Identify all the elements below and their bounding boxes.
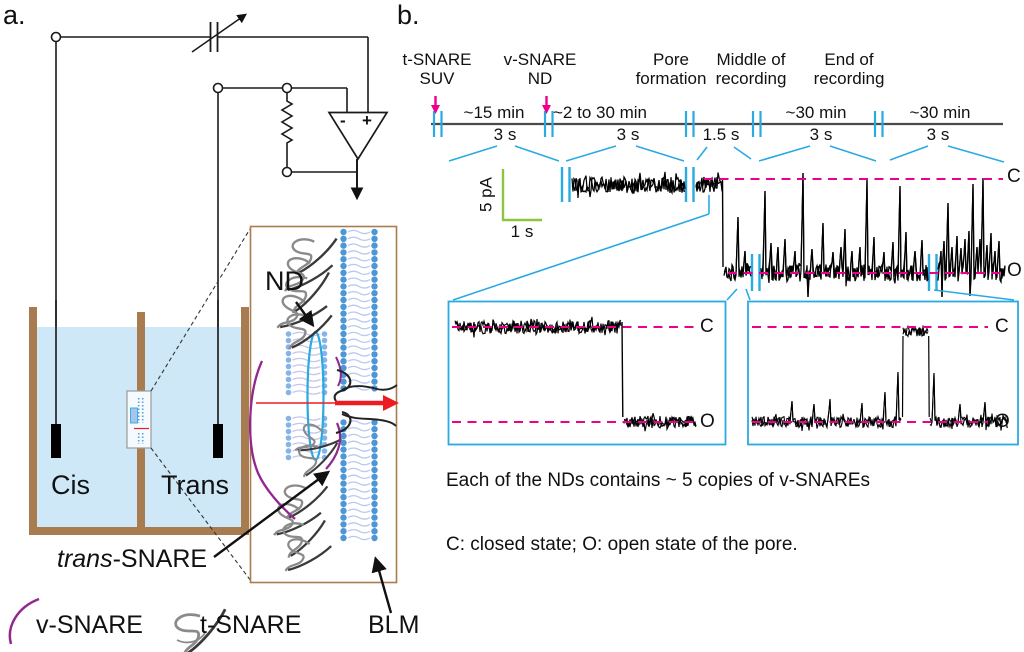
wait-30min-middle: ~30 min	[785, 103, 847, 122]
op-amp-plus-label: +	[362, 111, 372, 130]
timeline-break-marks	[432, 111, 884, 137]
trans-snare-label-arrow	[213, 470, 331, 558]
state-level-dashed-lines	[452, 178, 1003, 423]
pore-lining-snares	[333, 368, 398, 435]
experiment-timeline	[431, 96, 1005, 163]
duration-3s-4: 3 s	[926, 125, 950, 144]
voltage-source-symbol	[191, 13, 247, 53]
trans-electrode	[213, 424, 223, 458]
zoom-box-pore-formation	[447, 300, 727, 446]
wait-30min-end: ~30 min	[909, 103, 971, 122]
trans-chamber-label: Trans	[161, 470, 230, 500]
nd-label-arrow	[295, 301, 315, 328]
electrode-wires	[55, 300, 219, 424]
duration-3s-1: 3 s	[493, 125, 517, 144]
nd-label: ND	[265, 266, 304, 296]
zoom-box-open-state	[747, 300, 1019, 446]
blm-bilayer-graphic	[340, 228, 378, 542]
v-snare-legend-label: v-SNARE	[36, 611, 143, 639]
open-state-label-box1: O	[700, 411, 715, 432]
op-amp-symbol	[327, 111, 389, 161]
caption-state-key: C: closed state; O: open state of the po…	[446, 534, 798, 555]
scale-time-label: 1 s	[510, 222, 534, 241]
closed-state-label-box2: C	[995, 316, 1009, 337]
trans-snare-label: trans-SNARE	[57, 545, 208, 573]
t-snare-legend-icon	[174, 608, 227, 652]
current-traces	[454, 171, 1009, 432]
membrane-inset	[213, 225, 399, 614]
v-snare-legend-icon	[8, 597, 40, 645]
event-vsnare-nd: v-SNARE ND	[503, 50, 577, 89]
snippet-fan-lines	[448, 145, 1005, 163]
resistor-symbol	[280, 92, 294, 168]
annotation-arrows	[213, 301, 393, 614]
t-snare-suv-addition-arrow	[431, 96, 440, 114]
blm-legend-label: BLM	[368, 611, 420, 639]
event-pore-formation: Pore formation	[635, 50, 707, 89]
blm-site-marker	[126, 390, 152, 449]
scale-current-label: 5 pA	[476, 177, 496, 213]
ion-flux-arrow	[256, 395, 399, 411]
duration-1-5s: 1.5 s	[702, 125, 740, 144]
blm-label-arrow	[371, 556, 393, 614]
closed-state-label-box1: C	[700, 316, 714, 337]
open-state-label-main: O	[1007, 260, 1022, 281]
closed-state-label-main: C	[1007, 166, 1021, 187]
event-tsnare-suv: t-SNARE SUV	[402, 50, 472, 89]
wait-15min: ~15 min	[463, 103, 525, 122]
panel-b-label: b.	[397, 0, 420, 30]
event-middle-recording: Middle of recording	[715, 50, 787, 89]
event-end-recording: End of recording	[813, 50, 885, 89]
panel-a-label: a.	[3, 0, 26, 30]
op-amp-minus-label: -	[340, 111, 346, 130]
recording-chamber	[29, 228, 252, 582]
zoom-connector-lines	[452, 195, 1015, 301]
input-terminal-trans	[212, 82, 224, 94]
scale-bar	[501, 169, 542, 222]
input-terminal-cis	[50, 31, 62, 43]
open-state-label-box2: O	[995, 411, 1010, 432]
cis-chamber-label: Cis	[51, 470, 90, 500]
caption-nd-copies: Each of the NDs contains ~ 5 copies of v…	[446, 470, 871, 491]
inset-callout-lines	[150, 228, 252, 582]
v-snare-nd-addition-arrow	[542, 96, 551, 114]
wait-2to30min: ~2 to 30 min	[552, 103, 648, 122]
duration-3s-3: 3 s	[809, 125, 833, 144]
cis-electrode	[51, 424, 61, 458]
duration-3s-2: 3 s	[616, 125, 640, 144]
t-snare-legend-label: t-SNARE	[200, 611, 302, 639]
nd-nanodisc-graphic	[285, 331, 328, 461]
